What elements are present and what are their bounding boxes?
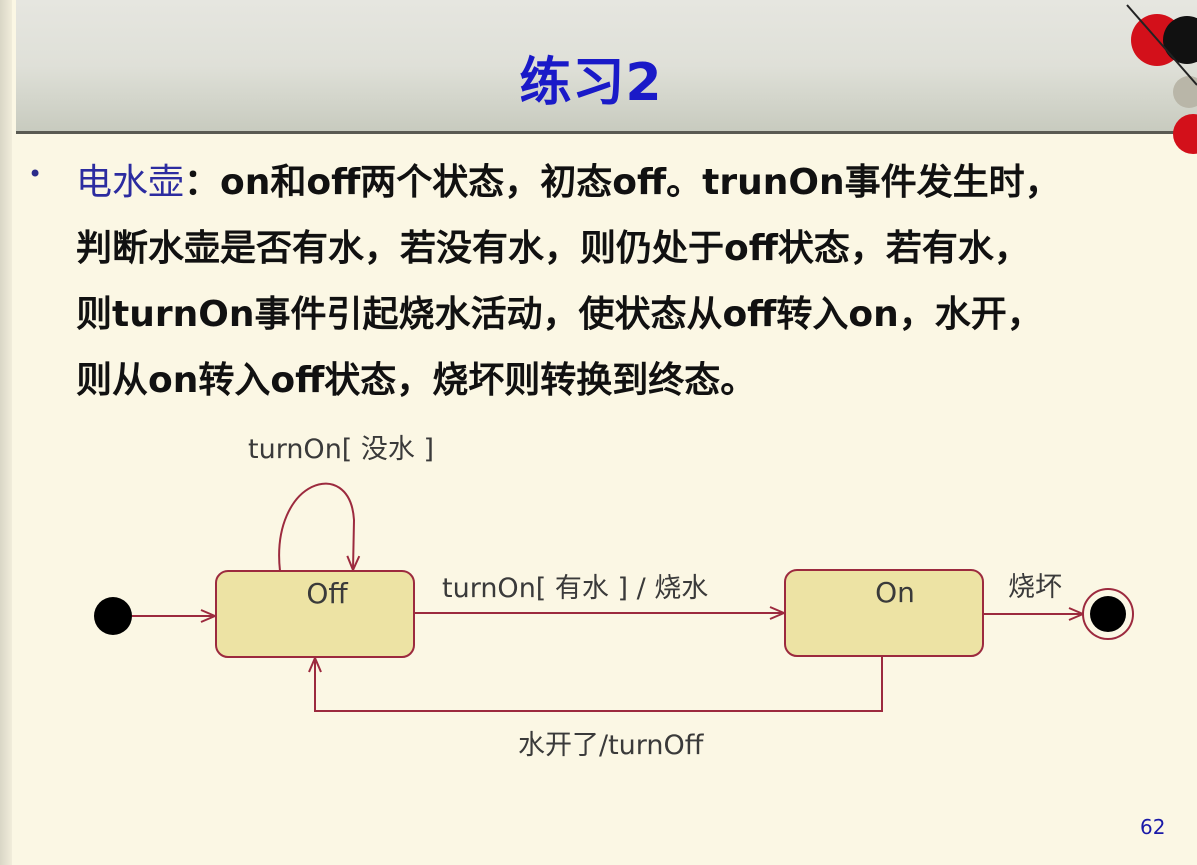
self-loop-arrow	[278, 482, 354, 571]
bullet-paragraph: 电水壶：on和off两个状态，初态off。trunOn事件发生时， 判断水壶是否…	[76, 150, 1196, 414]
on-to-final-label: 烧坏	[1008, 572, 1062, 603]
page-number: 62	[1140, 815, 1166, 839]
left-margin-strip	[0, 0, 12, 865]
state-on-label: On	[875, 576, 915, 609]
red-circle-decoration-2	[1173, 114, 1197, 154]
black-circle-decoration	[1163, 16, 1197, 64]
paragraph-line-4: 则从on转入off状态，烧坏则转换到终态。	[76, 360, 757, 401]
paragraph-line-2: 判断水壶是否有水，若没有水，则仍处于off状态，若有水，	[76, 228, 1030, 269]
paragraph-line-3: 则turnOn事件引起烧水活动，使状态从off转入on，水开，	[76, 294, 1043, 335]
bullet-lead-term: 电水壶	[76, 162, 185, 203]
state-off-label: Off	[306, 577, 348, 610]
paragraph-line-1: 电水壶：on和off两个状态，初态off。trunOn事件发生时，	[76, 150, 1196, 216]
diagonal-line-decoration	[1126, 4, 1197, 86]
slide-title: 练习2	[519, 53, 663, 113]
paragraph-line-1-text: ：on和off两个状态，初态off。trunOn事件发生时，	[184, 162, 1061, 203]
on-to-off-arrow	[315, 656, 883, 712]
on-to-off-label: 水开了/turnOff	[518, 730, 705, 761]
final-state-ring	[1082, 588, 1134, 640]
final-state-node	[1090, 596, 1126, 632]
initial-state-node	[94, 597, 132, 635]
bullet-marker: •	[28, 160, 43, 188]
gray-circle-decoration	[1173, 76, 1197, 108]
self-loop-label: turnOn[ 没水 ]	[248, 434, 434, 465]
off-to-on-label: turnOn[ 有水 ] / 烧水	[442, 573, 708, 604]
decorative-circles	[1126, 4, 1197, 154]
slide-header: 练习2	[16, 0, 1197, 134]
